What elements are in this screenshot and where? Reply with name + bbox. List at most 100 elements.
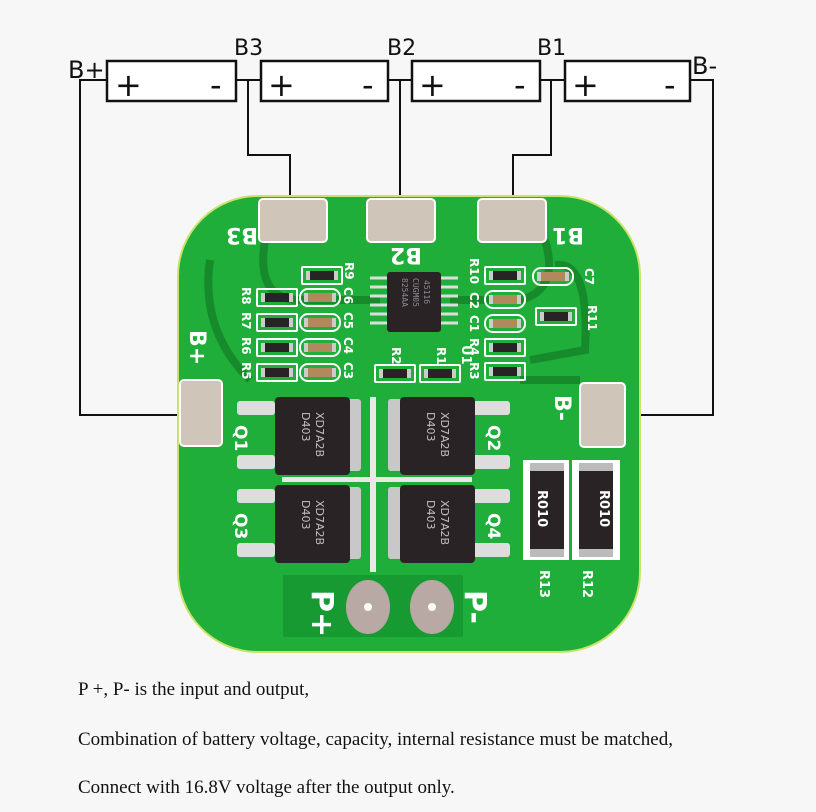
mosfet-marking: XD7A2B: [438, 500, 451, 545]
silk-r10: R10: [467, 258, 481, 284]
resistor-r4: [484, 338, 526, 357]
cell-plus-label: +: [572, 66, 599, 104]
pad-b2: [366, 198, 436, 243]
shunt-r12: R010 R12: [572, 460, 620, 598]
cell-plus-label: +: [115, 66, 142, 104]
silk-b2: B2: [390, 242, 422, 267]
silk-r5: R5: [239, 362, 253, 380]
silk-r8: R8: [239, 287, 253, 305]
mosfet-marking: D403: [299, 500, 312, 529]
shunt-value: R010: [534, 490, 549, 527]
label-b-minus: B-: [692, 52, 717, 80]
silk-c5: C5: [341, 312, 355, 329]
silk-r3: R3: [467, 362, 481, 380]
silk-r9: R9: [342, 262, 356, 280]
silk-c7: C7: [582, 268, 596, 285]
silk-p-minus: P-: [457, 590, 492, 624]
mosfet-q3: D403 XD7A2B Q3: [230, 485, 361, 563]
cell-minus-label: -: [362, 66, 374, 104]
shunt-value: R010: [596, 490, 611, 527]
pad-b1: [477, 198, 547, 243]
board-separator: [282, 477, 472, 482]
pcb-traces: [204, 238, 590, 384]
label-b3: B3: [234, 36, 263, 61]
resistor-r1: [419, 364, 461, 383]
capacitor-c5: [299, 313, 341, 332]
cell-4: + -: [563, 59, 692, 104]
silk-r13: R13: [536, 570, 551, 598]
silk-b-minus: B-: [549, 395, 574, 421]
capacitor-c6: [299, 288, 341, 307]
silk-c2: C2: [467, 292, 481, 309]
note-line-3: Connect with 16.8V voltage after the out…: [78, 777, 455, 798]
label-b2: B2: [387, 36, 416, 61]
ic-marking-line: 8254AA: [400, 278, 409, 307]
mosfet-marking: XD7A2B: [313, 412, 326, 457]
resistor-r6: [256, 338, 298, 357]
cell-2: + -: [259, 59, 390, 104]
resistor-r11: [535, 307, 577, 326]
ic-marking-line: 45116: [422, 280, 431, 304]
capacitor-c7: [532, 267, 574, 286]
resistor-r10: [484, 266, 526, 285]
silk-c1: C1: [467, 315, 481, 332]
capacitor-c2: [484, 290, 526, 309]
resistor-r8: [256, 288, 298, 307]
shunt-r13: R010 R13: [523, 460, 569, 598]
silk-q3: Q3: [230, 513, 250, 539]
silk-q2: Q2: [483, 425, 503, 451]
silk-q4: Q4: [483, 513, 503, 539]
mosfets: D403 XD7A2B Q1 D403 XD7A2B Q2 D403 XD7A2…: [230, 397, 510, 563]
resistor-r2: [374, 364, 416, 383]
silk-c4: C4: [341, 337, 355, 354]
wires: [79, 79, 714, 416]
mosfet-q4: D403 XD7A2B Q4: [388, 485, 510, 563]
resistor-r7: [256, 313, 298, 332]
silk-c3: C3: [341, 362, 355, 379]
ic-marking-line: CUGM05: [411, 278, 420, 307]
resistor-r9: [301, 266, 343, 285]
cell-plus-label: +: [268, 66, 295, 104]
silk-q1: Q1: [230, 425, 250, 451]
wire-b-minus: [605, 79, 714, 416]
capacitor-c1: [484, 314, 526, 333]
note-line-2: Combination of battery voltage, capacity…: [78, 729, 673, 750]
wire-b1: [512, 80, 552, 212]
pcb-board: B3 B2 B1 B+ B- 8254AA CUGM05 45116 U1 R8…: [177, 195, 641, 653]
board-separator: [370, 397, 376, 572]
cell-pads: [179, 198, 626, 448]
silk-b-plus: B+: [184, 330, 209, 365]
silk-b3: B3: [226, 222, 258, 247]
label-b-plus: B+: [68, 56, 105, 84]
resistor-r5: [256, 363, 298, 382]
mosfet-marking: D403: [424, 500, 437, 529]
wire-b3: [247, 80, 291, 212]
wire-b-plus: [79, 79, 200, 416]
silk-c6: C6: [341, 287, 355, 304]
mosfet-q1: D403 XD7A2B Q1: [230, 397, 361, 475]
pad-b-minus: [579, 382, 626, 448]
mosfet-marking: XD7A2B: [438, 412, 451, 457]
resistor-r3: [484, 362, 526, 381]
mosfet-marking: XD7A2B: [313, 500, 326, 545]
mosfet-marking: D403: [299, 412, 312, 441]
capacitor-c4: [299, 338, 341, 357]
silk-u1: U1: [458, 345, 473, 365]
cell-1: + -: [105, 59, 238, 104]
silk-r11: R11: [585, 305, 599, 331]
battery-cells: + - + - + - + -: [105, 59, 692, 104]
pad-b-plus: [179, 379, 223, 447]
cell-minus-label: -: [514, 66, 526, 104]
silk-b1: B1: [552, 222, 584, 247]
silk-r4: R4: [467, 338, 481, 356]
cell-minus-label: -: [664, 66, 676, 104]
cell-minus-label: -: [210, 66, 222, 104]
silk-r2: R2: [389, 347, 403, 365]
silk-r12: R12: [579, 570, 594, 598]
silk-r7: R7: [239, 312, 253, 330]
pad-b3: [258, 198, 328, 243]
output-pads: P+ P-: [283, 575, 492, 637]
